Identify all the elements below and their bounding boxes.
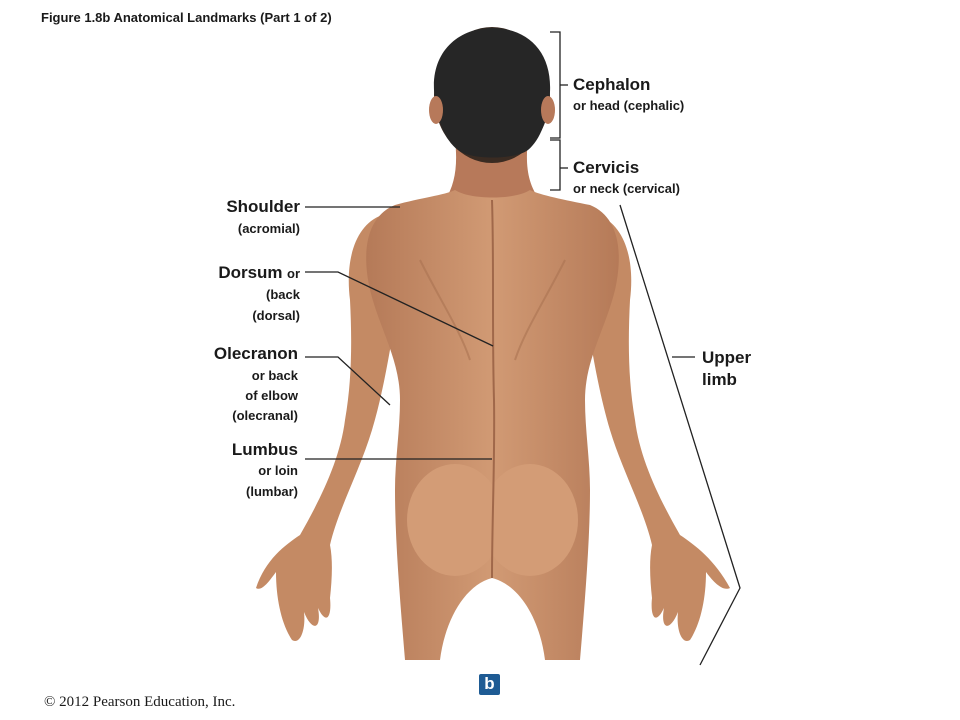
buttock-right	[482, 464, 578, 576]
copyright-notice: © 2012 Pearson Education, Inc.	[44, 694, 236, 710]
label-cervicis: Cervicis	[573, 158, 640, 177]
buttock-left	[407, 464, 503, 576]
label-olecranon: Olecranon	[213, 344, 298, 363]
body-illustration	[256, 27, 730, 660]
label-olecranon-sub3: (olecranal)	[232, 408, 298, 423]
label-dorsum: Dorsum	[218, 263, 283, 282]
label-shoulder: Shoulder	[226, 197, 300, 216]
label-dorsum-sub1: (back	[266, 287, 300, 302]
label-lumbus: Lumbus	[231, 440, 298, 459]
label-cephalon: Cephalon	[573, 75, 651, 94]
label-upper-limb-2: limb	[702, 370, 737, 389]
label-olecranon-sub2: of elbow	[245, 388, 298, 403]
ear-right	[541, 96, 555, 124]
figure-title: Figure 1.8b Anatomical Landmarks (Part 1…	[41, 10, 332, 25]
label-lumbus-sub1: or loin	[258, 463, 298, 478]
label-dorsum-row: Dorsum or	[218, 263, 300, 284]
label-olecranon-sub1: or back	[251, 368, 298, 383]
label-cephalon-sub: or head (cephalic)	[573, 98, 685, 113]
left-arm	[256, 215, 398, 641]
ear-left	[429, 96, 443, 124]
label-lumbus-sub2: (lumbar)	[246, 484, 298, 499]
leader-lines	[305, 31, 741, 666]
label-dorsum-or: or	[287, 266, 300, 281]
spine-shadow	[491, 199, 496, 579]
upper-limb-bracket	[619, 204, 741, 666]
label-cervicis-sub: or neck (cervical)	[573, 181, 680, 196]
cervicis-bracket	[550, 139, 561, 191]
label-shoulder-sub: (acromial)	[237, 221, 300, 236]
right-arm	[584, 215, 730, 641]
label-upper-limb-1: Upper	[702, 348, 752, 367]
scapula-shadow-right	[514, 259, 566, 361]
dorsum-leader	[305, 271, 494, 347]
panel-letter-badge: b	[479, 674, 500, 695]
olecranon-leader	[305, 356, 391, 406]
label-dorsum-sub2: (dorsal)	[252, 308, 300, 323]
hair	[433, 28, 551, 158]
scapula-shadow-left	[419, 259, 471, 361]
